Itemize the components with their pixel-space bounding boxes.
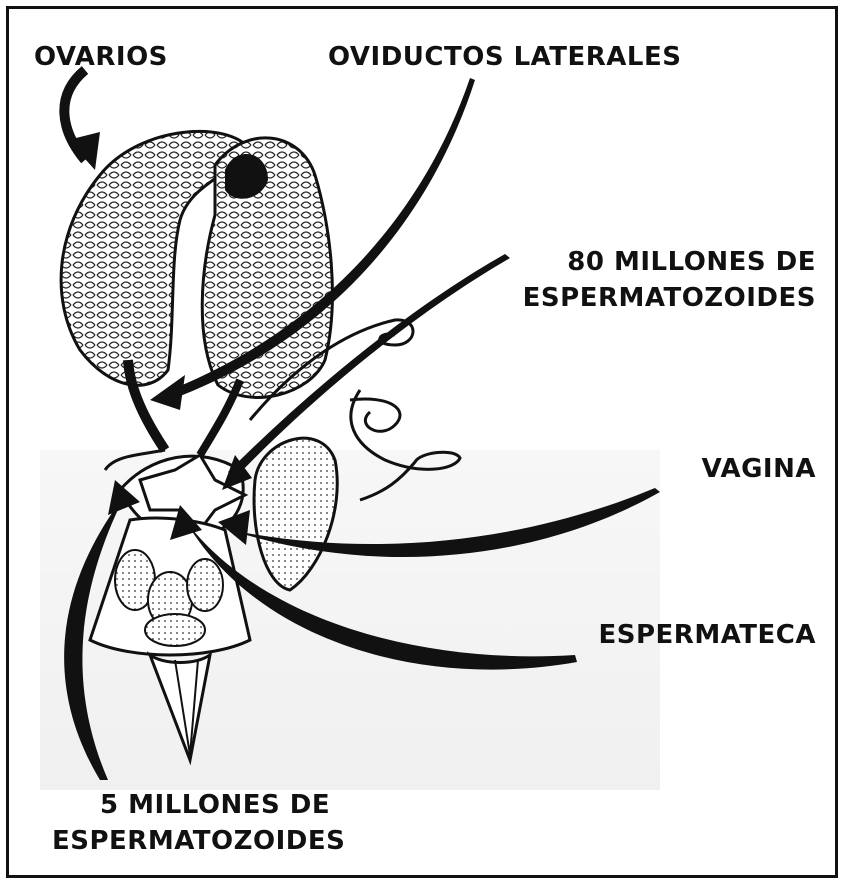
label-vagina: VAGINA [702, 452, 816, 486]
label-80-millones-line2: ESPERMATOZOIDES [523, 281, 816, 315]
bulb-4 [145, 614, 205, 646]
right-oviduct [200, 380, 240, 455]
label-espermateca: ESPERMATECA [599, 618, 817, 652]
coiled-tube-2 [350, 399, 400, 431]
bulb-3 [187, 559, 223, 611]
label-ovarios: OVARIOS [34, 40, 168, 74]
label-5-millones-line1: 5 MILLONES DE [100, 788, 330, 822]
label-80-millones-line1: 80 MILLONES DE [567, 245, 816, 279]
spermatheca-pouch [254, 438, 337, 590]
label-5-millones-line2: ESPERMATOZOIDES [52, 824, 345, 858]
label-oviductos-laterales: OVIDUCTOS LATERALES [328, 40, 681, 74]
stinger [150, 655, 210, 760]
